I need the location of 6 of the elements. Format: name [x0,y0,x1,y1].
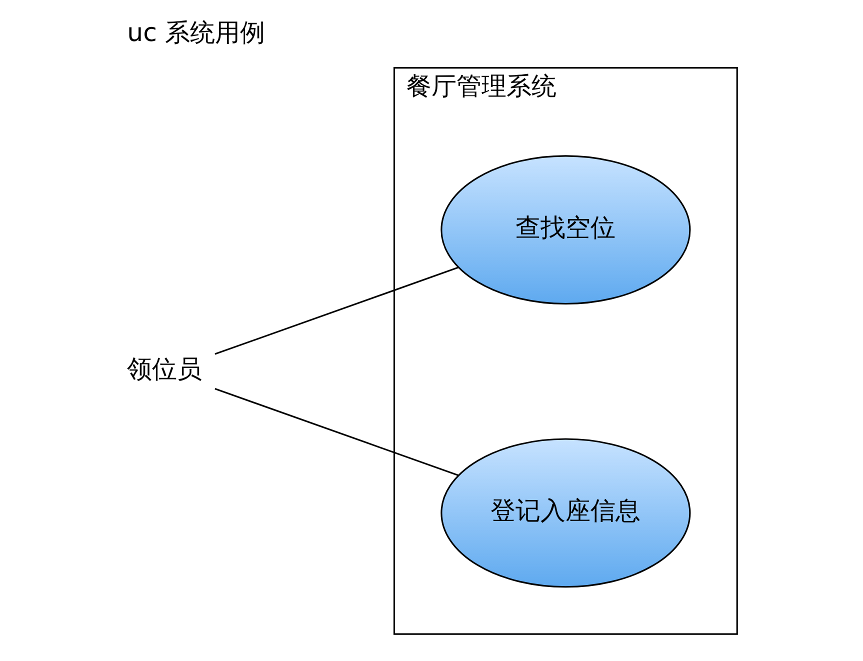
diagram-title: uc 系统用例 [126,18,264,47]
node-text: 领位员 [126,354,202,384]
connector [214,266,458,355]
node-ellipse: 查找空位 [440,155,690,305]
connector [214,388,458,476]
node-ellipse: 登记入座信息 [440,438,690,588]
